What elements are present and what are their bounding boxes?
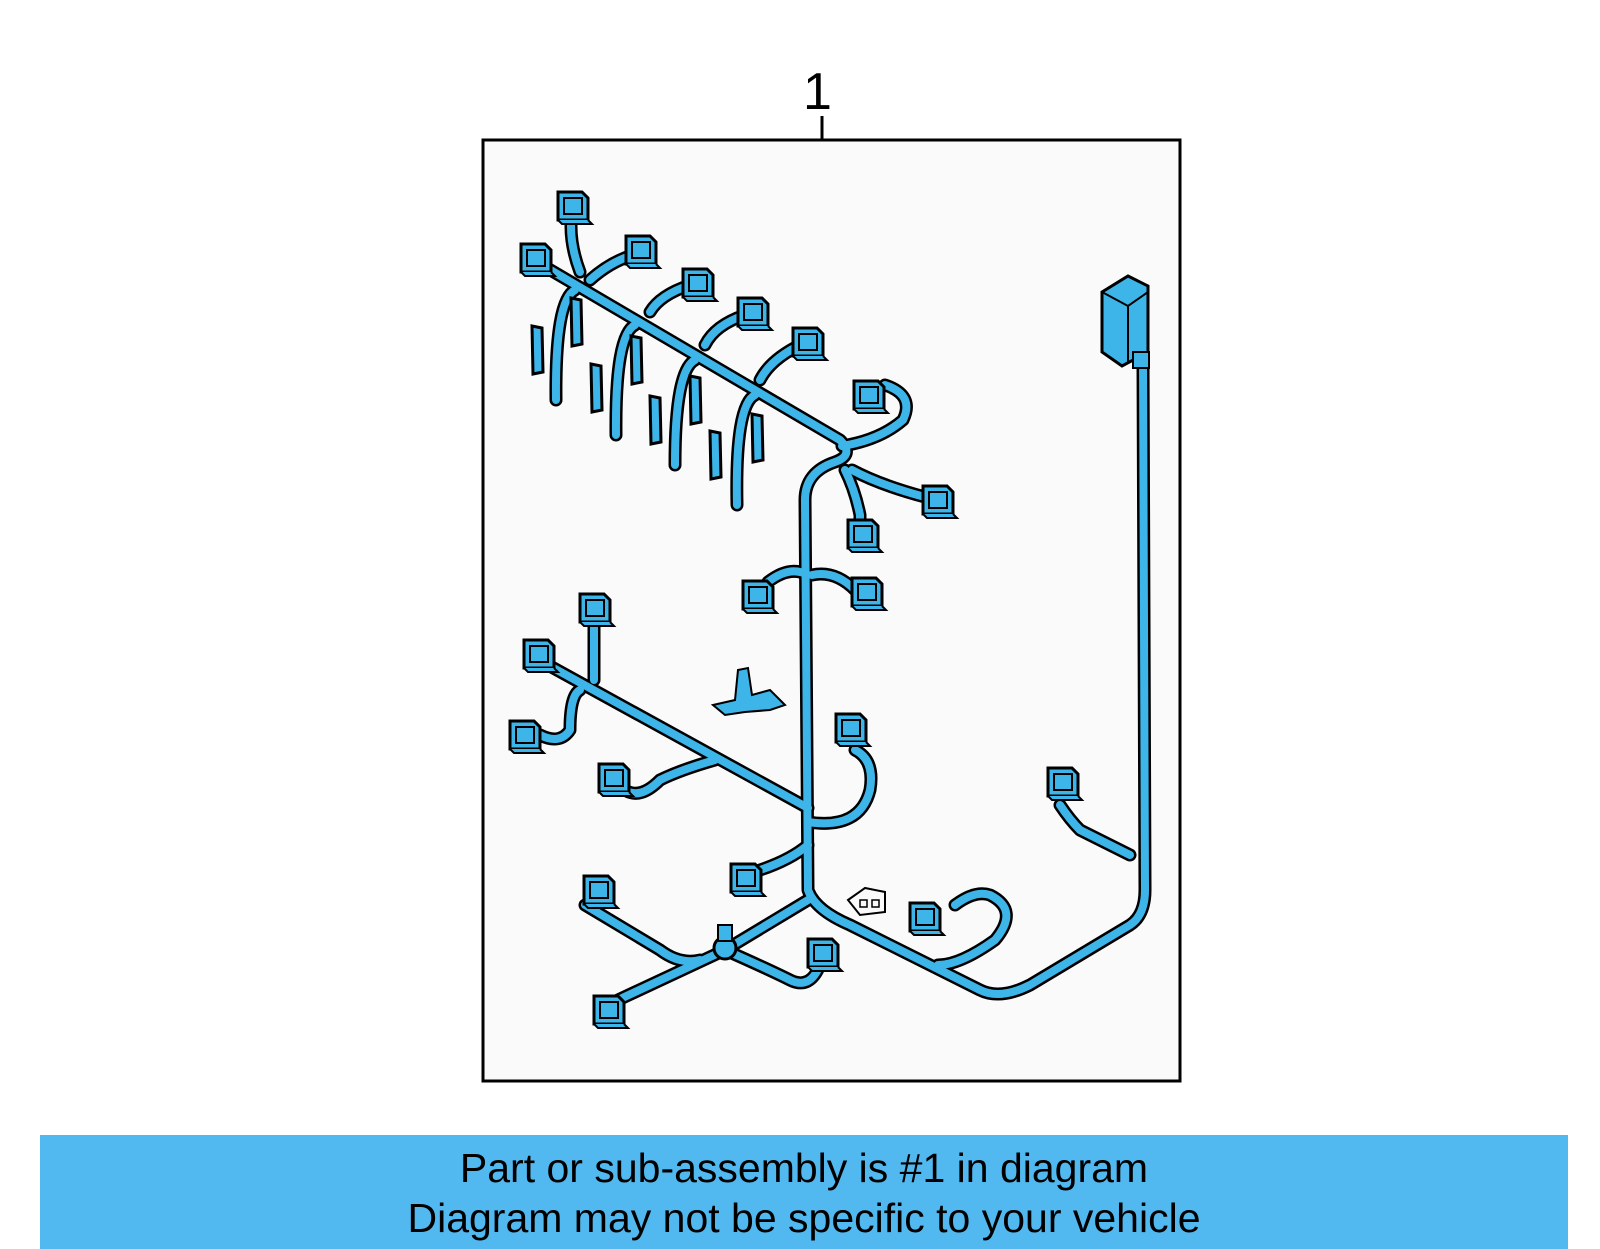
banner-line-2: Diagram may not be specific to your vehi… bbox=[407, 1195, 1201, 1241]
large-connector bbox=[1100, 274, 1150, 369]
info-banner: Part or sub-assembly is #1 in diagram Di… bbox=[40, 1135, 1568, 1249]
small-clip bbox=[846, 886, 886, 917]
callout-number-1: 1 bbox=[803, 63, 832, 121]
wiring-harness-diagram bbox=[481, 116, 1182, 1083]
junction-node bbox=[712, 924, 738, 961]
bracket bbox=[710, 666, 787, 717]
banner-line-1: Part or sub-assembly is #1 in diagram bbox=[459, 1145, 1149, 1191]
